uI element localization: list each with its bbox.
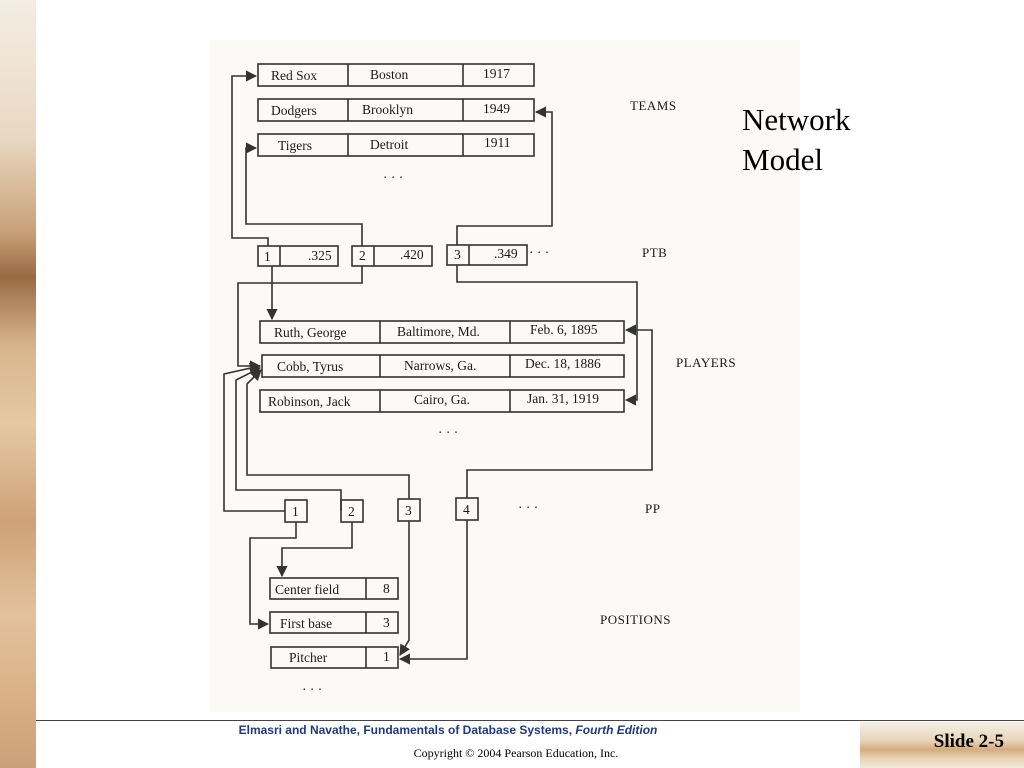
players-ellipsis: · · ·: [438, 425, 458, 440]
link-pp4-ruth: [466, 324, 653, 498]
position-code: 1: [383, 649, 390, 664]
link-pp1-firstbase: [249, 522, 297, 630]
footer-copyright: Copyright © 2004 Pearson Education, Inc.: [413, 746, 619, 760]
ptb-avg: .349: [494, 246, 518, 261]
label-positions: POSITIONS: [600, 612, 671, 627]
link-ptb3-dodgers: [456, 106, 553, 245]
pp-ellipsis: · · ·: [518, 500, 538, 515]
ptb-avg: .420: [400, 247, 424, 262]
ptb-record: 3 .349: [446, 244, 528, 266]
position-name: First base: [280, 616, 332, 631]
pp-id: 2: [348, 504, 355, 519]
teams-ellipsis: · · ·: [383, 170, 403, 185]
team-city: Boston: [370, 67, 409, 82]
player-birthplace: Baltimore, Md.: [397, 324, 480, 339]
team-year: 1949: [483, 101, 510, 116]
ptb-id: 1: [264, 249, 271, 264]
player-name: Robinson, Jack: [268, 394, 351, 409]
player-birthdate: Feb. 6, 1895: [530, 322, 598, 337]
pp-id: 3: [405, 503, 412, 518]
team-year: 1917: [483, 66, 510, 81]
slide-number-box: Slide 2-5: [860, 722, 1024, 768]
position-name: Center field: [275, 582, 339, 597]
slide-title-line-2: Model: [742, 142, 823, 177]
pp-record: 2: [340, 499, 364, 523]
team-record: Dodgers Brooklyn 1949: [257, 98, 535, 122]
team-city: Brooklyn: [362, 102, 413, 117]
label-teams: TEAMS: [630, 98, 677, 113]
ptb-ellipsis: · · ·: [529, 245, 549, 260]
team-name: Red Sox: [271, 68, 317, 83]
footer-edition: Fourth Edition: [575, 723, 658, 737]
positions-ellipsis: · · ·: [302, 682, 322, 697]
position-record: Pitcher 1: [270, 646, 399, 669]
team-name: Dodgers: [271, 103, 317, 118]
slide-number: Slide 2-5: [933, 731, 1004, 752]
player-name: Cobb, Tyrus: [277, 359, 343, 374]
pp-id: 1: [292, 504, 299, 519]
position-record: First base 3: [269, 611, 399, 634]
label-ptb: PTB: [642, 245, 667, 260]
pp-record: 1: [284, 499, 308, 523]
label-pp: PP: [645, 501, 660, 516]
player-record: Ruth, George Baltimore, Md. Feb. 6, 1895: [259, 320, 625, 344]
pp-record: 3: [397, 498, 421, 522]
ptb-record: 2 .420: [351, 245, 433, 267]
team-name: Tigers: [278, 138, 312, 153]
player-record: Robinson, Jack Cairo, Ga. Jan. 31, 1919: [259, 389, 625, 413]
position-name: Pitcher: [289, 650, 328, 665]
link-pp2-centerfield: [276, 522, 353, 578]
player-record: Cobb, Tyrus Narrows, Ga. Dec. 18, 1886: [261, 354, 625, 378]
team-year: 1911: [484, 135, 511, 150]
player-birthplace: Narrows, Ga.: [404, 358, 476, 373]
position-record: Center field 8: [269, 577, 399, 600]
team-record: Red Sox Boston 1917: [257, 63, 535, 87]
pp-id: 4: [463, 502, 470, 517]
footer-citation: Elmasri and Navathe, Fundamentals of Dat…: [36, 723, 860, 737]
player-name: Ruth, George: [274, 325, 347, 340]
player-birthdate: Jan. 31, 1919: [527, 391, 599, 406]
footer-citation-text: Elmasri and Navathe, Fundamentals of Dat…: [238, 723, 573, 737]
link-pp1-cobb: [223, 362, 285, 512]
link-pp3-pitcher: [399, 521, 410, 656]
link-pp3-cobb: [246, 369, 410, 499]
ptb-record: 1 .325: [257, 245, 339, 267]
label-players: PLAYERS: [676, 355, 736, 370]
decorative-background-strip: [0, 0, 36, 768]
ptb-avg: .325: [308, 248, 332, 263]
link-ptb1-redsox: [231, 70, 269, 246]
position-code: 3: [383, 615, 390, 630]
player-birthplace: Cairo, Ga.: [414, 392, 470, 407]
ptb-id: 2: [359, 248, 366, 263]
network-model-diagram: TEAMS PTB PLAYERS PP POSITIONS Red Sox B…: [223, 63, 736, 697]
team-city: Detroit: [370, 137, 408, 152]
player-birthdate: Dec. 18, 1886: [525, 356, 601, 371]
link-ptb2-tigers: [245, 142, 363, 246]
ptb-id: 3: [454, 247, 461, 262]
slide-title: Network Model: [742, 100, 850, 180]
position-code: 8: [383, 581, 390, 596]
team-record: Tigers Detroit 1911: [257, 133, 535, 157]
footer-divider: [36, 720, 1024, 721]
link-ptb2-cobb: [237, 266, 363, 372]
pp-record: 4: [455, 497, 479, 521]
link-ptb3-robinson: [456, 265, 638, 406]
slide-title-line-1: Network: [742, 102, 851, 137]
link-pp2-cobb: [235, 367, 342, 511]
link-pp4-pitcher: [398, 520, 468, 665]
